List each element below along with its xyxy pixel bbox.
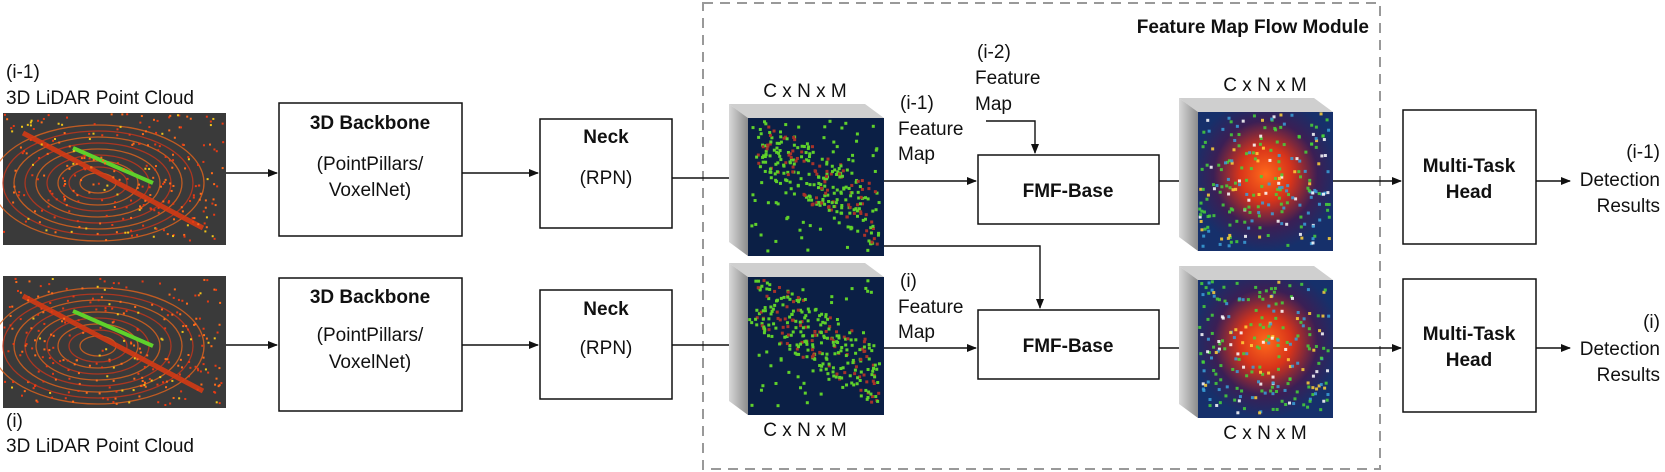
svg-text:FMF-Base: FMF-Base <box>1023 181 1114 202</box>
svg-text:Neck: Neck <box>583 127 629 148</box>
fmf-base-box-prev: FMF-Base <box>977 154 1160 225</box>
neck-box-curr: Neck (RPN) <box>539 289 673 400</box>
svg-text:Multi-Task: Multi-Task <box>1423 156 1516 177</box>
output-curr-index: (i) <box>1643 312 1660 333</box>
output-prev-line1: Detection <box>1580 170 1660 191</box>
svg-text:3D Backbone: 3D Backbone <box>310 113 430 134</box>
fmap-curr-line2: Map <box>898 322 935 343</box>
fmap-curr-line1: Feature <box>898 297 963 318</box>
multi-task-head-box-prev: Multi-Task Head <box>1402 109 1537 245</box>
output-curr-line1: Detection <box>1580 339 1660 360</box>
heatmap-cube-prev <box>1179 98 1333 251</box>
svg-text:(RPN): (RPN) <box>580 168 633 189</box>
feature-map-cube-prev <box>729 104 884 256</box>
feature-map-flow-module-border <box>702 2 1381 470</box>
svg-text:VoxelNet): VoxelNet) <box>329 180 411 201</box>
output-prev-index: (i-1) <box>1626 142 1660 163</box>
svg-text:(PointPillars/: (PointPillars/ <box>317 325 424 346</box>
input-prev-label: 3D LiDAR Point Cloud <box>6 88 194 109</box>
module-title: Feature Map Flow Module <box>1137 17 1369 38</box>
heatmap-cube-curr <box>1179 266 1333 418</box>
fmap-prev-dims: C x N x M <box>763 81 846 102</box>
svg-text:Head: Head <box>1446 182 1492 203</box>
fmap-prev2-line1: Feature <box>975 68 1040 89</box>
fmf-base-box-curr: FMF-Base <box>977 309 1160 380</box>
fmap-curr-index: (i) <box>900 271 917 292</box>
svg-text:3D Backbone: 3D Backbone <box>310 287 430 308</box>
lidar-point-cloud-prev <box>0 113 226 245</box>
fmap-curr-dims: C x N x M <box>763 420 846 441</box>
svg-text:FMF-Base: FMF-Base <box>1023 336 1114 357</box>
multi-task-head-box-curr: Multi-Task Head <box>1402 278 1537 413</box>
edge-fmap-prev-to-fmf-curr <box>884 245 1044 309</box>
svg-text:VoxelNet): VoxelNet) <box>329 352 411 373</box>
fmap-prev-line1: Feature <box>898 119 963 140</box>
heatmap-prev-dims: C x N x M <box>1223 75 1306 96</box>
input-prev-index: (i-1) <box>6 62 40 83</box>
feature-map-cube-curr <box>729 263 884 415</box>
fmap-prev2-index: (i-2) <box>977 42 1011 63</box>
input-curr-index: (i) <box>6 411 23 432</box>
backbone-box-curr: 3D Backbone (PointPillars/ VoxelNet) <box>278 277 463 412</box>
input-curr-label: 3D LiDAR Point Cloud <box>6 436 194 457</box>
output-prev-line2: Results <box>1597 196 1660 217</box>
neck-box-prev: Neck (RPN) <box>539 118 673 229</box>
svg-text:(PointPillars/: (PointPillars/ <box>317 154 424 175</box>
fmap-prev-index: (i-1) <box>900 93 934 114</box>
heatmap-curr-dims: C x N x M <box>1223 423 1306 444</box>
fmap-prev2-line2: Map <box>975 94 1012 115</box>
svg-text:Neck: Neck <box>583 299 629 320</box>
lidar-point-cloud-curr <box>0 276 226 408</box>
backbone-box-prev: 3D Backbone (PointPillars/ VoxelNet) <box>278 102 463 237</box>
svg-text:Head: Head <box>1446 350 1492 371</box>
output-curr-line2: Results <box>1597 365 1660 386</box>
svg-text:Multi-Task: Multi-Task <box>1423 324 1516 345</box>
fmap-prev-line2: Map <box>898 144 935 165</box>
svg-text:(RPN): (RPN) <box>580 338 633 359</box>
edge-fmap-prev2-to-fmf-prev <box>986 120 1039 154</box>
